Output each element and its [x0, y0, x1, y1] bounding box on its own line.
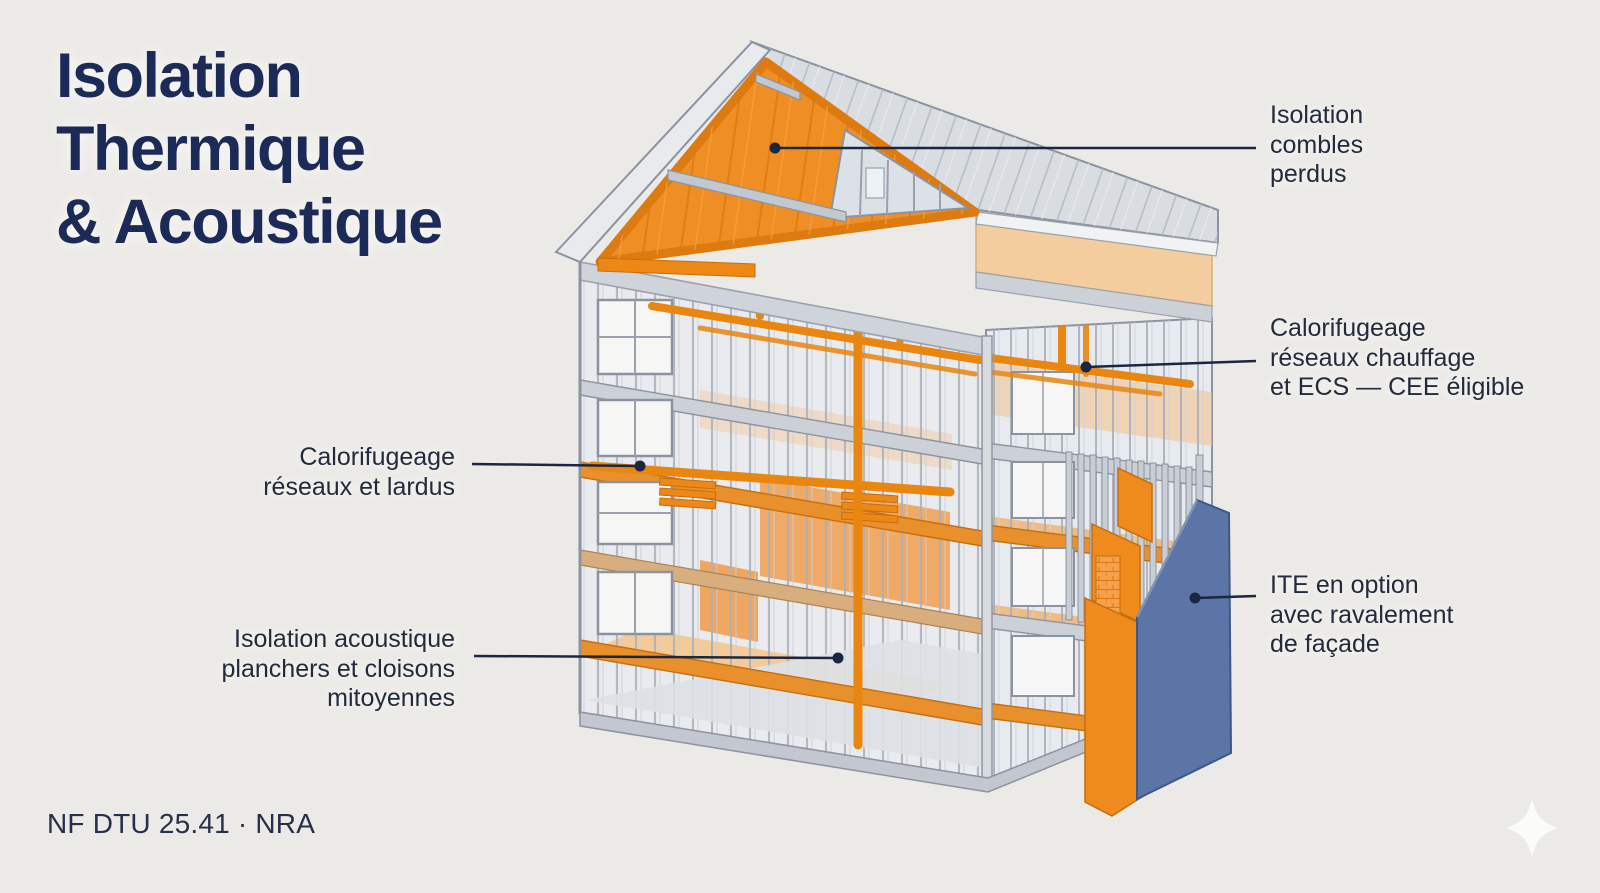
floor-slab-acoustic	[580, 639, 988, 727]
leader-lines	[471, 142, 1257, 664]
annotation-calorifugeage: Calorifugeage réseaux et lardus	[263, 443, 455, 501]
sparkle-icon	[1506, 799, 1558, 857]
roof	[554, 39, 1219, 323]
annotation-combles: Isolation combles perdus	[1270, 101, 1364, 188]
ite-insulation-steps	[1084, 466, 1153, 817]
leader-combles	[769, 142, 1256, 154]
annotation-acoustique: Isolation acoustique planchers et cloiso…	[221, 625, 455, 712]
page-title: Isolation Thermique & Acoustique	[56, 40, 443, 259]
corner-post	[981, 335, 993, 781]
floor-slab	[580, 549, 988, 636]
annotation-chauffage: Calorifugeage réseaux chauffage et ECS —…	[1270, 314, 1525, 401]
leader-chauffage	[1080, 359, 1257, 373]
left-facade	[578, 261, 993, 782]
standards-reference: NF DTU 25.41 · NRA	[47, 808, 316, 839]
roof-fascia	[975, 211, 1219, 257]
title-line: & Acoustique	[56, 187, 443, 257]
title-line: Thermique	[56, 114, 366, 184]
right-facade-windows	[1011, 371, 1075, 697]
leader-calorifugeage	[471, 460, 646, 472]
ite-assembly	[1065, 451, 1233, 817]
attic-stud-wall	[828, 128, 972, 220]
title-line: Isolation	[56, 41, 303, 111]
collar-beams	[667, 73, 847, 223]
leader-ite	[1189, 592, 1257, 604]
floor-slab	[580, 379, 988, 466]
roof-insulation-underside	[595, 57, 980, 278]
left-facade-windows	[596, 298, 674, 636]
leader-acoustique	[473, 652, 844, 664]
annotation-ite: ITE en option avec ravalement de façade	[1270, 571, 1454, 658]
